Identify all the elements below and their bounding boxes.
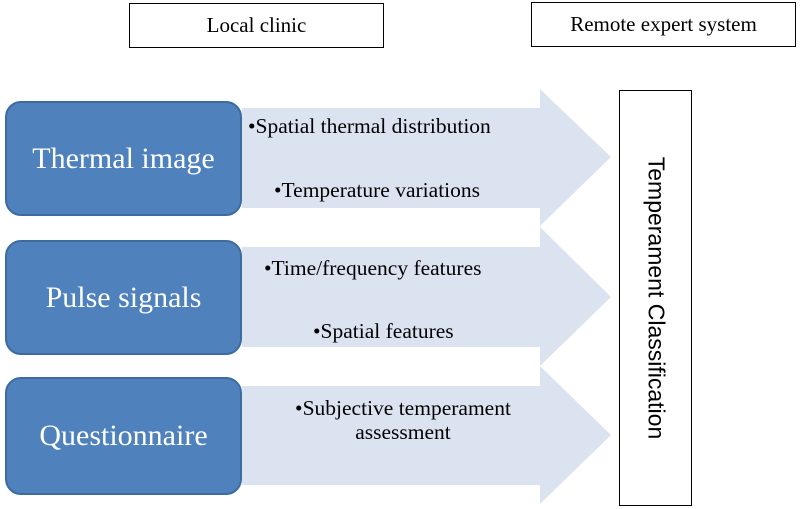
result-box: Temperament Classification <box>619 90 692 506</box>
feature-time-frequency: •Time/frequency features <box>264 256 482 280</box>
feature-subjective-assessment: •Subjective temperament assessment <box>295 396 511 444</box>
source-pulse-signals: Pulse signals <box>5 240 242 355</box>
feature-spatial-thermal-distribution: •Spatial thermal distribution <box>248 114 491 138</box>
feature-temperature-variations: •Temperature variations <box>274 178 481 202</box>
feature-spatial-features: •Spatial features <box>313 319 454 343</box>
result-label: Temperament Classification <box>643 156 669 440</box>
arrow-pulse <box>242 227 611 366</box>
source-thermal-image: Thermal image <box>5 101 242 216</box>
arrow-questionnaire <box>242 366 611 504</box>
header-remote-expert-system: Remote expert system <box>531 2 796 47</box>
header-local-clinic: Local clinic <box>129 3 384 48</box>
source-questionnaire: Questionnaire <box>5 377 242 495</box>
arrow-thermal <box>242 89 611 226</box>
